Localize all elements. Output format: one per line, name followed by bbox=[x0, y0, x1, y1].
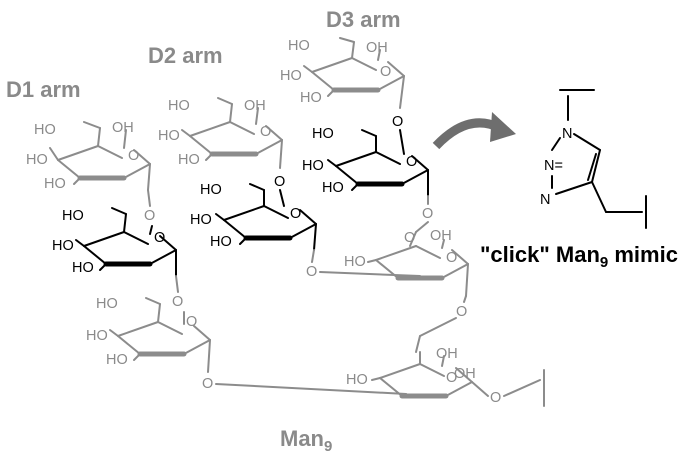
ho-label: HO bbox=[300, 90, 322, 106]
ho-label: HO bbox=[52, 238, 74, 254]
glycosidic-bond bbox=[319, 271, 421, 277]
ho-label: HO bbox=[288, 38, 310, 54]
residue-core-mannose: HO OH OH O O bbox=[346, 346, 501, 406]
glycosidic-bond bbox=[147, 189, 151, 207]
oh-label: OH bbox=[244, 98, 266, 114]
ho-label: HO bbox=[62, 208, 84, 224]
linkage-oxygen: O bbox=[202, 376, 213, 392]
ho-label: HO bbox=[44, 176, 66, 192]
residue-d1-inner: HO HO HO O bbox=[52, 207, 176, 277]
glycosidic-bond bbox=[419, 317, 457, 337]
linkage-oxygen: O bbox=[422, 206, 433, 222]
linkage-oxygen: O bbox=[456, 304, 467, 320]
ring-oxygen: O bbox=[380, 64, 391, 80]
ho-label: HO bbox=[200, 182, 222, 198]
glycosidic-bond bbox=[175, 275, 179, 293]
oh-label: OH bbox=[436, 346, 458, 362]
ho-label: HO bbox=[158, 128, 180, 144]
triazole-n1: N bbox=[562, 126, 572, 142]
ho-label: HO bbox=[26, 152, 48, 168]
oh-label: OH bbox=[454, 366, 476, 382]
ring-oxygen: O bbox=[404, 230, 415, 246]
oh-label: OH bbox=[430, 228, 452, 244]
residue-d3-inner: HO HO HO O bbox=[302, 126, 428, 197]
ho-label: HO bbox=[190, 212, 212, 228]
ring-oxygen: O bbox=[260, 124, 271, 140]
linker-bond bbox=[503, 379, 541, 397]
ho-label: HO bbox=[312, 126, 334, 142]
glycosidic-bond bbox=[415, 335, 421, 353]
ho-label: HO bbox=[344, 254, 366, 270]
ho-label: HO bbox=[106, 352, 128, 368]
ring-oxygen: O bbox=[290, 206, 301, 222]
ring-oxygen: O bbox=[128, 148, 139, 164]
linkage-oxygen: O bbox=[274, 174, 285, 190]
ho-label: HO bbox=[178, 152, 200, 168]
residue-d1-core: HO HO HO O bbox=[86, 296, 210, 373]
triazole-n2: N= bbox=[544, 158, 563, 174]
d2-arm-label: D2 arm bbox=[148, 43, 223, 68]
ring-oxygen: O bbox=[186, 314, 197, 330]
residue-branch-mannose: HO OH O O bbox=[344, 221, 468, 297]
anomeric-oxygen: O bbox=[490, 390, 501, 406]
d3-arm-label: D3 arm bbox=[326, 7, 401, 32]
ho-label: HO bbox=[322, 180, 344, 196]
ho-label: HO bbox=[280, 68, 302, 84]
click-mimic-label: "click" Man9 mimic bbox=[480, 242, 678, 271]
ho-label: HO bbox=[346, 372, 368, 388]
linkage-oxygen: O bbox=[306, 264, 317, 280]
ho-label: HO bbox=[34, 122, 56, 138]
ho-label: HO bbox=[302, 158, 324, 174]
ho-label: HO bbox=[72, 260, 94, 276]
glycosidic-bond bbox=[215, 383, 407, 395]
linkage-oxygen: O bbox=[172, 294, 183, 310]
residue-d3-terminal: HO OH HO HO O bbox=[280, 37, 404, 109]
man9-label: Man9 bbox=[280, 426, 332, 455]
ho-label: HO bbox=[168, 98, 190, 114]
glycosidic-bond bbox=[311, 249, 315, 263]
triazole-structure: N N= N bbox=[540, 89, 647, 229]
ring-oxygen: O bbox=[446, 250, 457, 266]
ho-label: HO bbox=[96, 296, 118, 312]
glycosidic-bond bbox=[463, 295, 467, 303]
d1-arm-label: D1 arm bbox=[6, 77, 81, 102]
residue-d2-inner: HO HO HO O bbox=[190, 182, 316, 251]
ring-oxygen: O bbox=[154, 230, 165, 246]
ring-oxygen: O bbox=[446, 370, 457, 386]
residue-d1-terminal: HO OH HO HO O bbox=[26, 120, 150, 192]
ho-label: HO bbox=[86, 328, 108, 344]
curved-arrow-icon bbox=[432, 112, 516, 150]
linkage-oxygen: O bbox=[392, 114, 403, 130]
residue-d2-terminal: HO OH HO HO O bbox=[158, 97, 282, 169]
triazole-n3: N bbox=[540, 192, 550, 208]
oh-label: OH bbox=[112, 120, 134, 136]
oh-label: OH bbox=[366, 40, 388, 56]
ho-label: HO bbox=[210, 234, 232, 250]
ring-oxygen: O bbox=[406, 154, 417, 170]
linkage-oxygen: O bbox=[144, 208, 155, 224]
